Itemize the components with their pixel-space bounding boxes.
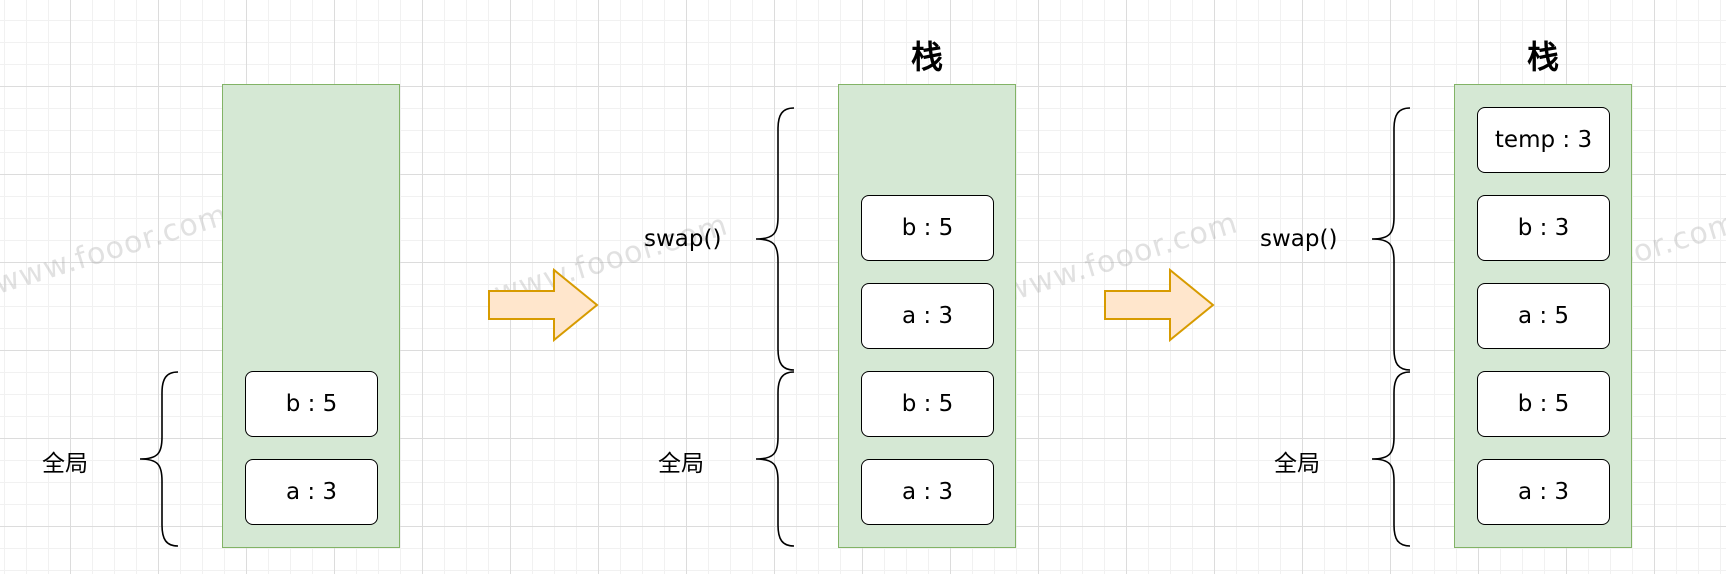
stack-title: 栈 <box>910 38 943 76</box>
cell-a-swap: a : 3 <box>861 283 994 349</box>
global-brace-1 <box>139 371 179 547</box>
swap-label: swap() <box>1260 226 1338 252</box>
global-label: 全局 <box>42 451 88 477</box>
cell-a: a : 3 <box>245 459 378 525</box>
cell-temp-swap: temp : 3 <box>1477 107 1610 173</box>
cell-a-global: a : 3 <box>861 459 994 525</box>
swap-label: swap() <box>644 226 722 252</box>
stack-title: 栈 <box>1526 38 1559 76</box>
swap-brace-3 <box>1371 107 1411 371</box>
global-brace-3 <box>1371 371 1411 547</box>
cell-a-swap: a : 5 <box>1477 283 1610 349</box>
cell-b: b : 5 <box>245 371 378 437</box>
cell-b-swap: b : 3 <box>1477 195 1610 261</box>
global-label: 全局 <box>658 451 704 477</box>
swap-brace-2 <box>755 107 795 371</box>
arrow-right-icon <box>488 267 599 343</box>
global-brace-2 <box>755 371 795 547</box>
arrow-right-icon <box>1104 267 1215 343</box>
cell-b-global: b : 5 <box>861 371 994 437</box>
cell-b-swap: b : 5 <box>861 195 994 261</box>
watermark: www.fooor.com <box>0 197 233 302</box>
global-label: 全局 <box>1274 451 1320 477</box>
cell-a-global: a : 3 <box>1477 459 1610 525</box>
cell-b-global: b : 5 <box>1477 371 1610 437</box>
